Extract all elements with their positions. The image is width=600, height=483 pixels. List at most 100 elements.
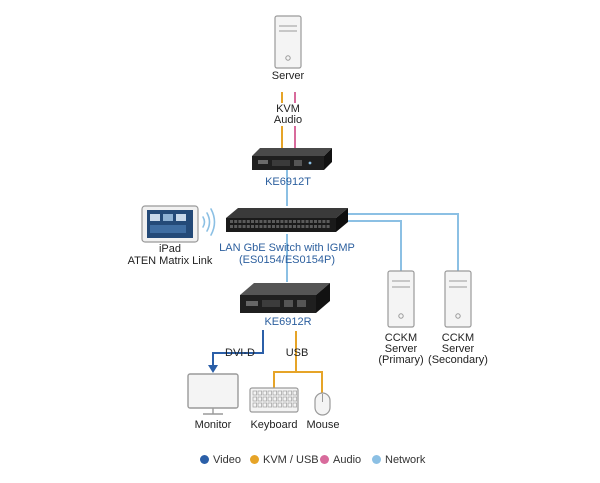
legend-audio-dot bbox=[320, 455, 329, 464]
switch-port bbox=[280, 220, 284, 223]
switch-port bbox=[238, 220, 242, 223]
switch-port bbox=[318, 225, 322, 228]
ke6912t-label: KE6912T bbox=[265, 176, 311, 188]
ipad-icon bbox=[141, 205, 199, 243]
switch-port bbox=[263, 225, 267, 228]
usb-cable bbox=[273, 331, 323, 393]
switch-port bbox=[246, 225, 250, 228]
switch-port bbox=[314, 220, 317, 223]
cckm-secondary-line3: (Secondary) bbox=[428, 354, 488, 366]
switch-port bbox=[293, 225, 296, 228]
switch-port bbox=[242, 225, 246, 228]
switch-port bbox=[305, 220, 309, 223]
switch-port bbox=[301, 220, 305, 223]
legend-kvm-usb-dot bbox=[250, 455, 259, 464]
network-lines bbox=[286, 170, 459, 282]
legend-video: Video bbox=[200, 454, 241, 466]
switch-port bbox=[259, 220, 263, 223]
keyboard-key bbox=[262, 396, 267, 402]
video-cable bbox=[208, 330, 264, 373]
switch-port bbox=[251, 220, 254, 223]
keyboard-key bbox=[282, 402, 287, 408]
keyboard-key bbox=[257, 396, 262, 402]
cckm-secondary-tower-icon bbox=[444, 270, 472, 328]
keyboard-key bbox=[272, 402, 277, 408]
cckm-primary-tower-icon bbox=[387, 270, 415, 328]
switch-port bbox=[288, 225, 292, 228]
switch-port bbox=[230, 220, 233, 223]
keyboard-key bbox=[257, 390, 262, 396]
switch-port bbox=[322, 225, 326, 228]
switch-port bbox=[272, 225, 275, 228]
keyboard-key bbox=[292, 390, 297, 396]
switch-port bbox=[314, 225, 317, 228]
ke6912t-device-icon bbox=[252, 148, 332, 170]
legend-audio: Audio bbox=[320, 454, 361, 466]
kvm-label: KVM bbox=[276, 103, 300, 115]
switch-port bbox=[251, 225, 254, 228]
switch-port bbox=[284, 220, 288, 223]
keyboard-key bbox=[282, 390, 287, 396]
legend-kvm-usb-label: KVM / USB bbox=[263, 454, 319, 466]
video-arrow-icon bbox=[208, 365, 218, 373]
network-line-cckm-primary bbox=[348, 220, 402, 271]
keyboard-key bbox=[252, 402, 257, 408]
keyboard-key bbox=[267, 390, 272, 396]
server-tower-icon bbox=[274, 15, 302, 69]
switch-port bbox=[259, 225, 263, 228]
switch-port bbox=[309, 220, 313, 223]
switch-port bbox=[297, 225, 301, 228]
keyboard-key bbox=[272, 390, 277, 396]
wireless-signal-icon bbox=[202, 208, 216, 236]
network-line-cckm-secondary bbox=[348, 213, 459, 271]
keyboard-key bbox=[262, 402, 267, 408]
keyboard-key bbox=[252, 396, 257, 402]
cckm-primary-line2: Server bbox=[384, 343, 418, 355]
keyboard-key bbox=[287, 396, 292, 402]
audio-label: Audio bbox=[273, 114, 303, 126]
switch-port bbox=[238, 225, 242, 228]
cckm-secondary-line1: CCKM bbox=[441, 332, 475, 344]
legend-video-dot bbox=[200, 455, 209, 464]
switch-port bbox=[326, 220, 330, 223]
switch-port bbox=[322, 220, 326, 223]
cckm-primary-line1: CCKM bbox=[384, 332, 418, 344]
lan-switch-icon bbox=[226, 208, 348, 232]
switch-port bbox=[255, 225, 259, 228]
switch-port bbox=[309, 225, 313, 228]
keyboard-label: Keyboard bbox=[250, 419, 298, 431]
switch-port bbox=[276, 220, 280, 223]
switch-port bbox=[301, 225, 305, 228]
ipad-label-line1: iPad bbox=[158, 243, 182, 255]
usb-label: USB bbox=[285, 347, 309, 359]
switch-label-line1: LAN GbE Switch with IGMP bbox=[219, 242, 355, 254]
keyboard-key bbox=[267, 396, 272, 402]
legend-network-dot bbox=[372, 455, 381, 464]
mouse-label: Mouse bbox=[306, 419, 340, 431]
dvid-label: DVI-D bbox=[225, 347, 255, 359]
switch-port bbox=[284, 225, 288, 228]
ke6912r-device-icon bbox=[240, 283, 330, 313]
keyboard-key bbox=[252, 390, 257, 396]
keyboard-key bbox=[282, 396, 287, 402]
switch-port bbox=[263, 220, 267, 223]
switch-port bbox=[255, 220, 259, 223]
switch-port bbox=[267, 225, 271, 228]
keyboard-key bbox=[277, 402, 282, 408]
legend-network-label: Network bbox=[385, 454, 426, 466]
legend-network: Network bbox=[372, 454, 425, 466]
server-cables bbox=[281, 92, 296, 148]
switch-port bbox=[276, 225, 280, 228]
keyboard-key bbox=[277, 396, 282, 402]
monitor-label: Monitor bbox=[194, 419, 232, 431]
switch-port bbox=[234, 220, 238, 223]
keyboard-key bbox=[262, 390, 267, 396]
mouse-icon bbox=[314, 392, 331, 416]
switch-port bbox=[318, 220, 322, 223]
switch-port bbox=[246, 220, 250, 223]
legend-kvm-usb: KVM / USB bbox=[250, 454, 319, 466]
switch-port bbox=[297, 220, 301, 223]
keyboard-key bbox=[277, 390, 282, 396]
switch-port bbox=[234, 225, 238, 228]
